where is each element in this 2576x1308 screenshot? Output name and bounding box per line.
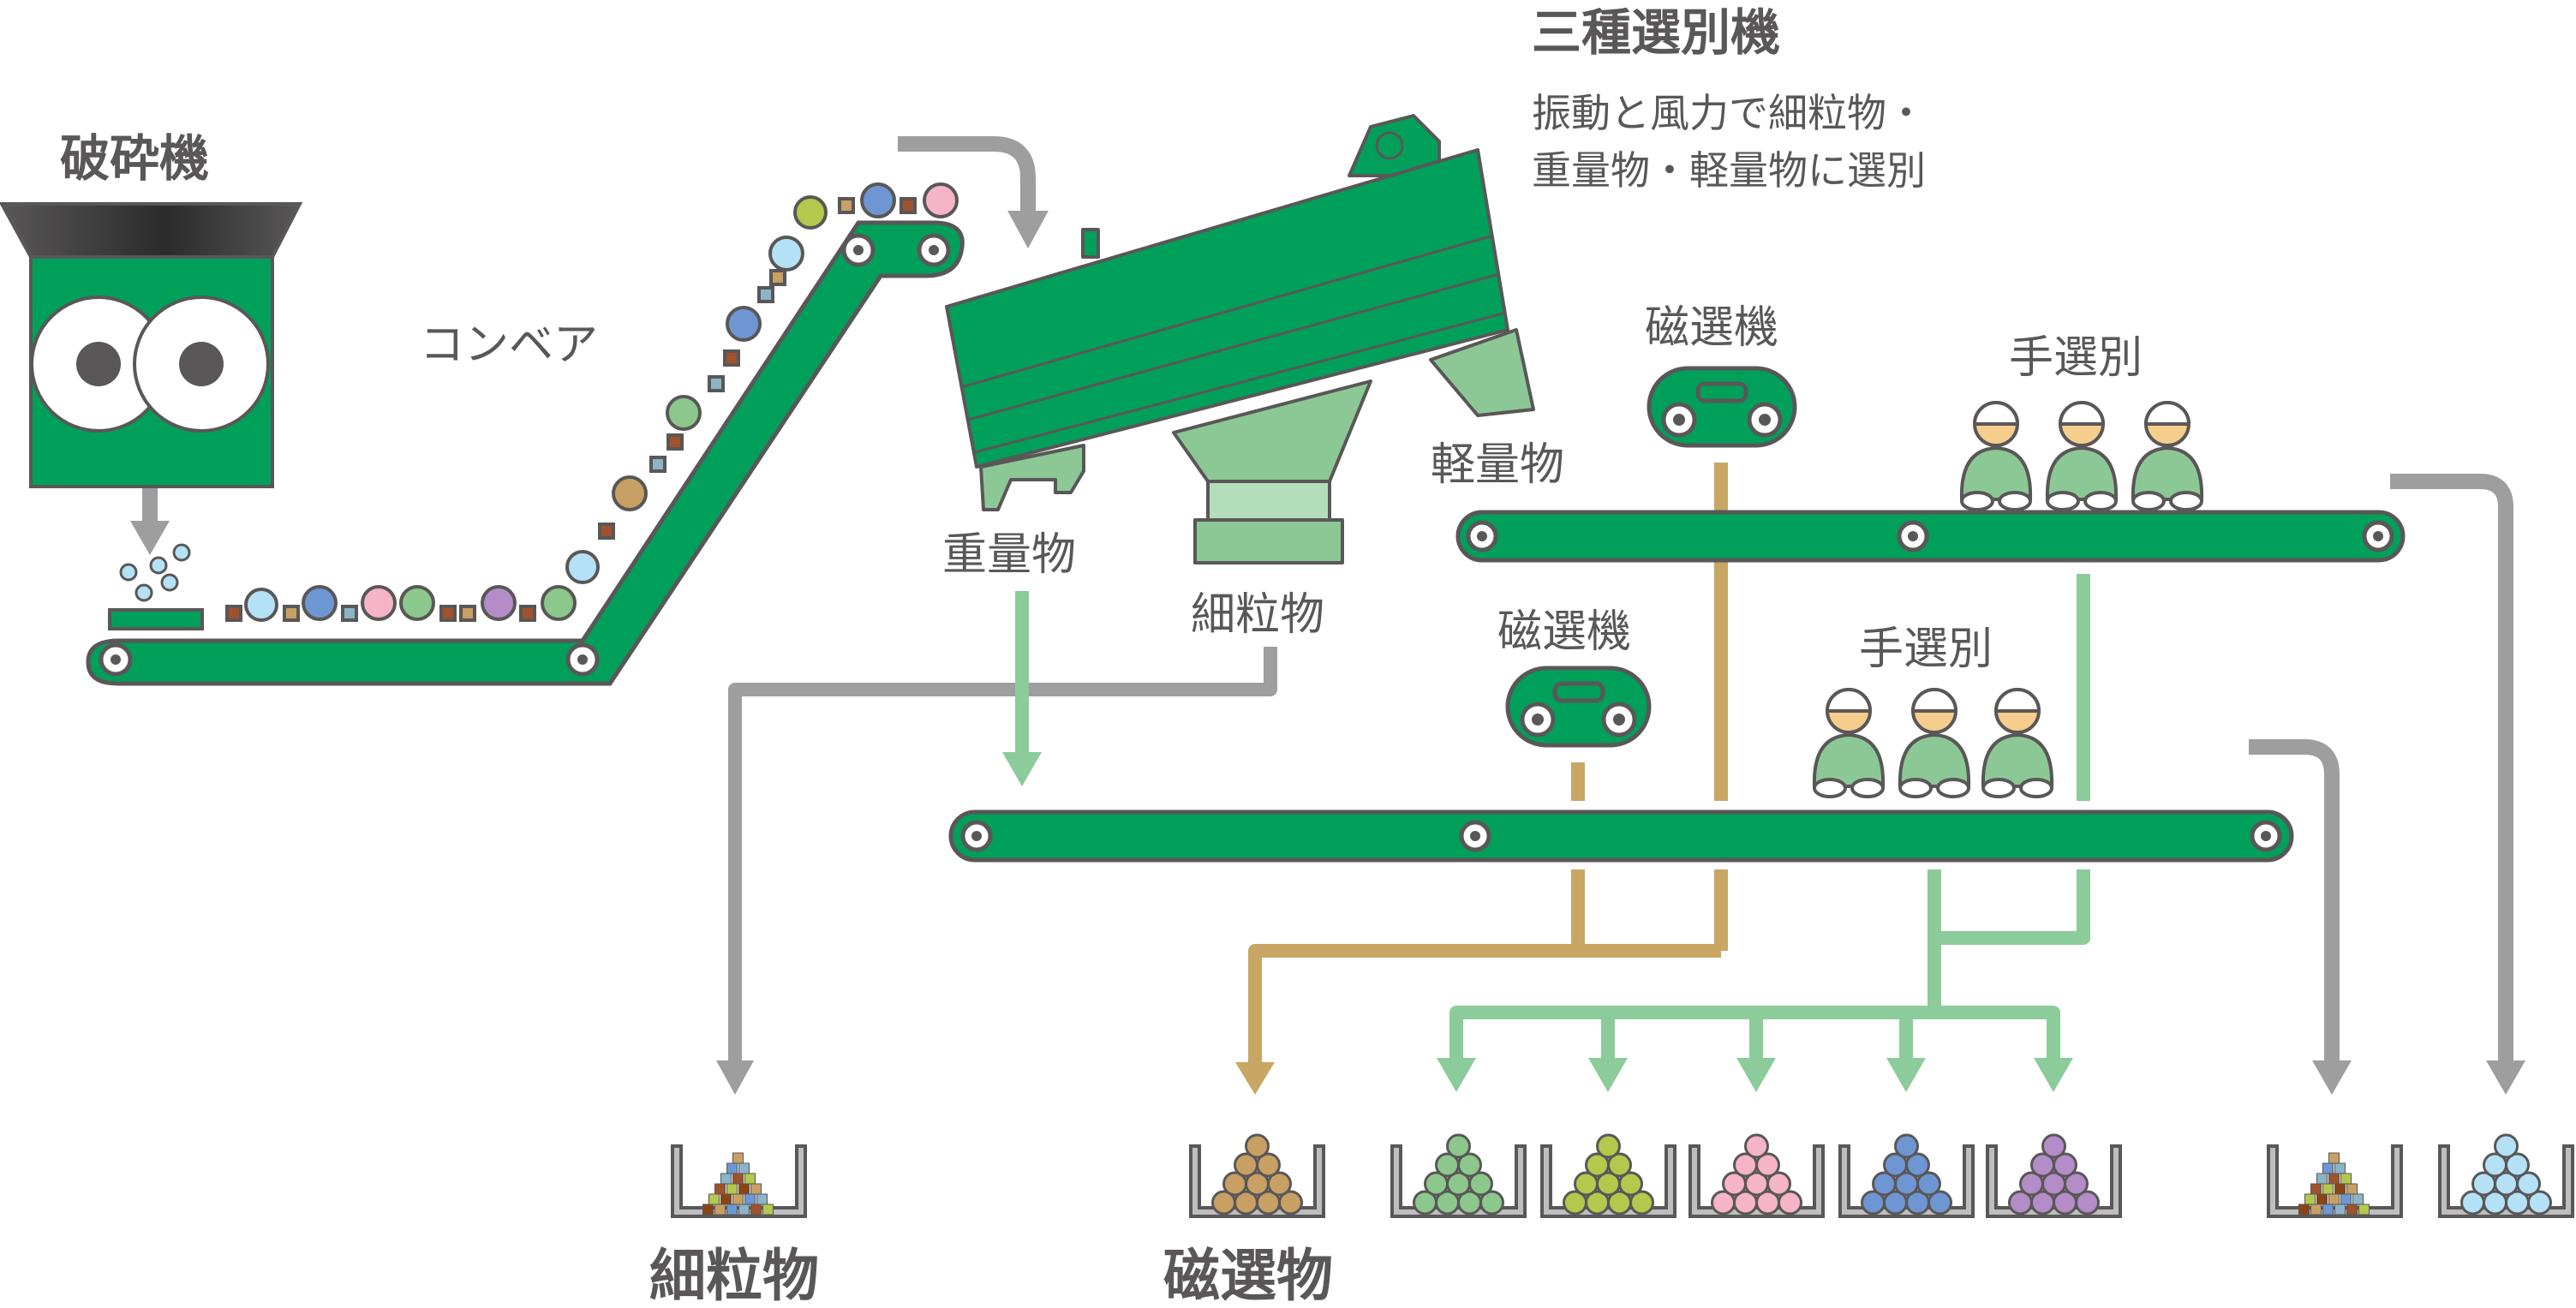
heavy-material-label: 重量物 (942, 529, 1076, 581)
light-material-label: 軽量物 (1431, 439, 1564, 491)
conveyor-to-sorter-arrowhead (1007, 211, 1049, 248)
upper-belt-output-arrowhead (2486, 1060, 2525, 1095)
crusher-label: 破砕機 (60, 129, 209, 188)
hand-arrowhead-5 (2034, 1058, 2073, 1092)
hand-arrowhead-4 (1886, 1058, 1926, 1092)
magnetic-separator-icon (1647, 366, 1797, 448)
sorter-description-line-2: 重量物・軽量物に選別 (1532, 147, 1926, 194)
conveyor-label: コンベア (420, 320, 598, 371)
sorter-title: 三種選別機 (1532, 3, 1780, 62)
magnetic-collect-line (1248, 869, 1728, 1064)
conveyor-to-sorter-arrow (898, 136, 1036, 212)
collection-bin-icon (671, 1144, 807, 1218)
workers (1812, 401, 2204, 798)
collection-bin-icon (1189, 1133, 1325, 1218)
hand-sorting-upper-label: 手選別 (2009, 332, 2143, 384)
fine-material-arrowhead (716, 1060, 754, 1095)
heavy-material-arrowhead (1002, 752, 1042, 786)
upper-sorting-belt (1455, 510, 2406, 563)
worker-icon (2131, 401, 2204, 511)
hand-arrowhead-1 (1437, 1058, 1476, 1092)
hand-arrowhead-2 (1588, 1058, 1628, 1092)
collection-bins (671, 1133, 2574, 1218)
magnetic-material-bin-label: 磁選物 (1163, 1243, 1333, 1308)
collection-bin-icon (2267, 1144, 2403, 1218)
magnetic-separator-lower-label: 磁選機 (1497, 606, 1631, 658)
collection-bin-icon (1688, 1133, 1825, 1218)
hand-collect-line (1449, 869, 2090, 1058)
crusher-output-arrowhead (130, 521, 170, 555)
conveyor-items (225, 182, 959, 622)
falling-particles (119, 543, 191, 602)
lower-belt-output-arrowhead (2312, 1060, 2352, 1095)
hand-arrowhead-3 (1736, 1058, 1776, 1092)
fine-material-bin-label: 細粒物 (649, 1243, 819, 1308)
worker-icon (1898, 688, 1971, 798)
upper-belt-output-arrow (2390, 474, 2513, 1062)
collection-bin-icon (2438, 1133, 2574, 1218)
worker-icon (1981, 688, 2054, 798)
worker-icon (1812, 688, 1886, 798)
fine-material-arrow (728, 647, 1277, 1062)
worker-icon (2045, 401, 2119, 511)
collection-bin-icon (1986, 1133, 2122, 1218)
main-conveyor (86, 220, 965, 686)
three-way-sorter-icon (945, 114, 1535, 564)
magnetic-separator-upper-label: 磁選機 (1645, 302, 1778, 354)
sorter-description-line-1: 振動と風力で細粒物・ (1532, 90, 1926, 136)
magnetic-arrowhead (1235, 1062, 1275, 1095)
magnetic-separator-icon (1505, 666, 1652, 748)
hand-sorting-lower-label: 手選別 (1859, 624, 1993, 675)
collection-bin-icon (1390, 1133, 1527, 1218)
flow-lines (130, 136, 2525, 1095)
lower-belt-output-arrow (2249, 739, 2340, 1062)
collection-bin-icon (1838, 1133, 1975, 1218)
crusher-icon (0, 202, 303, 488)
worker-icon (1959, 401, 2033, 511)
lower-sorting-belt (948, 809, 2294, 863)
fine-material-label: 細粒物 (1191, 589, 1324, 641)
collection-bin-icon (1540, 1133, 1676, 1218)
